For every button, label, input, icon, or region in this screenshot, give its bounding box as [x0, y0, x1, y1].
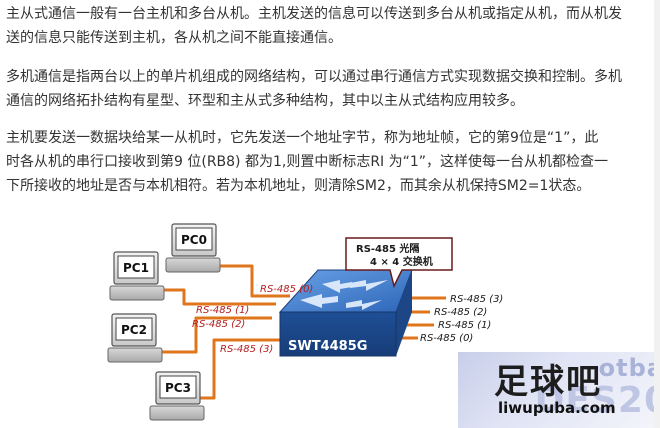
paragraph-3-line-3: 下所接收的地址是否与本机相符。若为本机地址，则清除SM2，而其余从机保持SM2=… [6, 178, 591, 194]
computer-pc2-label: PC2 [121, 323, 147, 337]
paragraph-1: 主从式通信一般有一台主机和多台从机。主机发送的信息可以传送到多台从机或指定从机，… [6, 2, 622, 50]
watermark-logo: 足球吧 [494, 362, 602, 402]
left-port-label-3: RS-485 (3) [220, 344, 273, 355]
computer-pc1: PC1 [109, 251, 165, 301]
cable-pc2 [150, 316, 272, 354]
computer-pc1-label: PC1 [123, 261, 149, 275]
cable-pc1 [146, 288, 276, 306]
right-port-label-3: RS-485 (3) [450, 294, 503, 305]
cable-pc0 [214, 264, 290, 298]
computer-pc3: PC3 [149, 371, 205, 421]
scrollbar[interactable] [654, 0, 660, 428]
computer-pc0-label: PC0 [181, 233, 207, 247]
switch-front-face [279, 311, 397, 357]
switch-side-face [396, 270, 412, 356]
switch-arrows-icon [300, 280, 388, 310]
paragraph-3-line-2: 时各从机的串行口接收到第9 位(RB8) 都为1,则置中断标志RI 为“1”，这… [6, 154, 609, 170]
paragraph-1-line-1: 主从式通信一般有一台主机和多台从机。主机发送的信息可以传送到多台从机或指定从机，… [6, 6, 622, 22]
watermark-url: liwupuba.com [498, 399, 616, 417]
cables [146, 264, 446, 400]
watermark-bg-text-1: otba [598, 354, 660, 382]
callout-line-2: 4 × 4 交换机 [370, 255, 433, 268]
cable-pc3 [188, 338, 290, 400]
left-port-label-0: RS-485 (0) [260, 284, 313, 295]
paragraph-2: 多机通信是指两台以上的单片机组成的网络结构，可以通过串行通信方式实现数据交换和控… [6, 65, 622, 113]
right-port-labels: RS-485 (3) RS-485 (2) RS-485 (1) RS-485 … [420, 294, 503, 344]
paragraph-3: 主机要发送一数据块给某一从机时，它先发送一个地址字节，称为地址帧，它的第9位是“… [6, 126, 616, 198]
watermark: otba DES20 足球吧 liwupuba.com [458, 352, 660, 428]
switch-label: SWT4485G [288, 339, 367, 354]
paragraph-2-line-2: 通信的网络拓扑结构有星型、环型和主从式多种结构，其中以主从式结构应用较多。 [6, 93, 524, 109]
left-port-labels: RS-485 (0) RS-485 (1) RS-485 (2) RS-485 … [192, 284, 313, 355]
paragraph-1-line-2: 送的信息只能传送到主机，各从机之间不能直接通信。 [6, 30, 342, 46]
switch-callout: RS-485 光隔 4 × 4 交换机 [345, 237, 453, 289]
right-port-label-0: RS-485 (0) [420, 333, 473, 344]
computer-pc0: PC0 [165, 223, 221, 273]
callout-line-1: RS-485 光隔 [356, 242, 419, 255]
computer-pc3-label: PC3 [165, 381, 191, 395]
right-port-label-2: RS-485 (2) [434, 307, 487, 318]
left-port-label-1: RS-485 (1) [196, 305, 249, 316]
paragraph-3-line-1: 主机要发送一数据块给某一从机时，它先发送一个地址字节，称为地址帧，它的第9位是“… [6, 130, 599, 146]
right-port-label-1: RS-485 (1) [438, 320, 491, 331]
paragraph-2-line-1: 多机通信是指两台以上的单片机组成的网络结构，可以通过串行通信方式实现数据交换和控… [6, 69, 622, 85]
switch-device: SWT4485G [278, 269, 413, 357]
computer-pc2: PC2 [107, 313, 163, 363]
left-port-label-2: RS-485 (2) [192, 319, 245, 330]
watermark-bg-text-2: DES20 [534, 380, 660, 421]
